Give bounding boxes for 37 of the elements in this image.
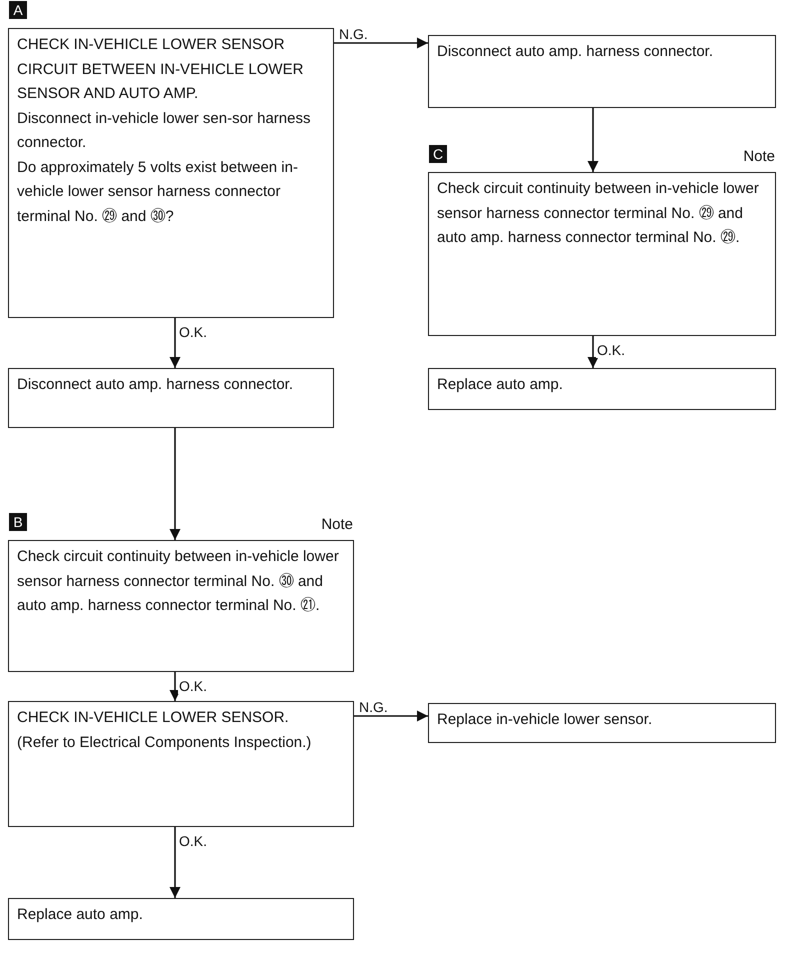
process-box (428, 703, 776, 743)
arrow (169, 827, 181, 898)
arrow (354, 710, 428, 722)
step-letter: A (9, 1, 27, 19)
edge-label: N.G. (358, 699, 389, 715)
step-text: Replace in-vehicle lower sensor. (437, 710, 654, 730)
note-label: Note (743, 147, 775, 167)
edge-label: O.K. (596, 342, 626, 358)
step-letter: B (9, 513, 27, 531)
arrow (169, 428, 181, 540)
arrow (334, 37, 428, 49)
edge-label: N.G. (338, 26, 369, 42)
process-box (428, 35, 776, 108)
step-text: Do approximately 5 volts exist between in-vehicle lower sensor harness connector terminal No. ㉙ and ㉚? (17, 158, 299, 226)
step-text: Replace auto amp. (437, 375, 564, 395)
process-box (8, 701, 354, 827)
step-text: Disconnect auto amp. harness connector. (437, 42, 714, 62)
edge-label: O.K. (178, 678, 208, 694)
step-text: Check circuit continuity between in-vehicle lower sensor harness connector terminal No. ㉚ and auto amp. harness connector terminal No. ㉑. (17, 547, 340, 616)
process-box (8, 368, 334, 428)
step-text: CHECK IN-VEHICLE LOWER SENSOR CIRCUIT BETWEEN IN-VEHICLE LOWER SENSOR AND AUTO AMP. (17, 35, 304, 104)
step-text: Check circuit continuity between in-vehicle lower sensor harness connector terminal No. ㉙ and auto amp. harness connector terminal No. ㉙. (437, 179, 760, 248)
arrow (587, 108, 599, 172)
arrow (169, 672, 181, 701)
step-text: Disconnect in-vehicle lower sen-sor harness connector. (17, 108, 312, 153)
step-text: Replace auto amp. (17, 905, 144, 925)
step-text: (Refer to Electrical Components Inspection.) (17, 732, 312, 752)
edge-label: O.K. (178, 833, 208, 849)
step-text: CHECK IN-VEHICLE LOWER SENSOR. (17, 708, 290, 728)
note-label: Note (321, 515, 353, 535)
process-box (8, 898, 354, 940)
step-text: Disconnect auto amp. harness connector. (17, 375, 294, 395)
arrow (169, 318, 181, 368)
edge-label: O.K. (178, 324, 208, 340)
process-box (428, 368, 776, 410)
step-letter: C (429, 145, 447, 163)
arrow (587, 336, 599, 368)
